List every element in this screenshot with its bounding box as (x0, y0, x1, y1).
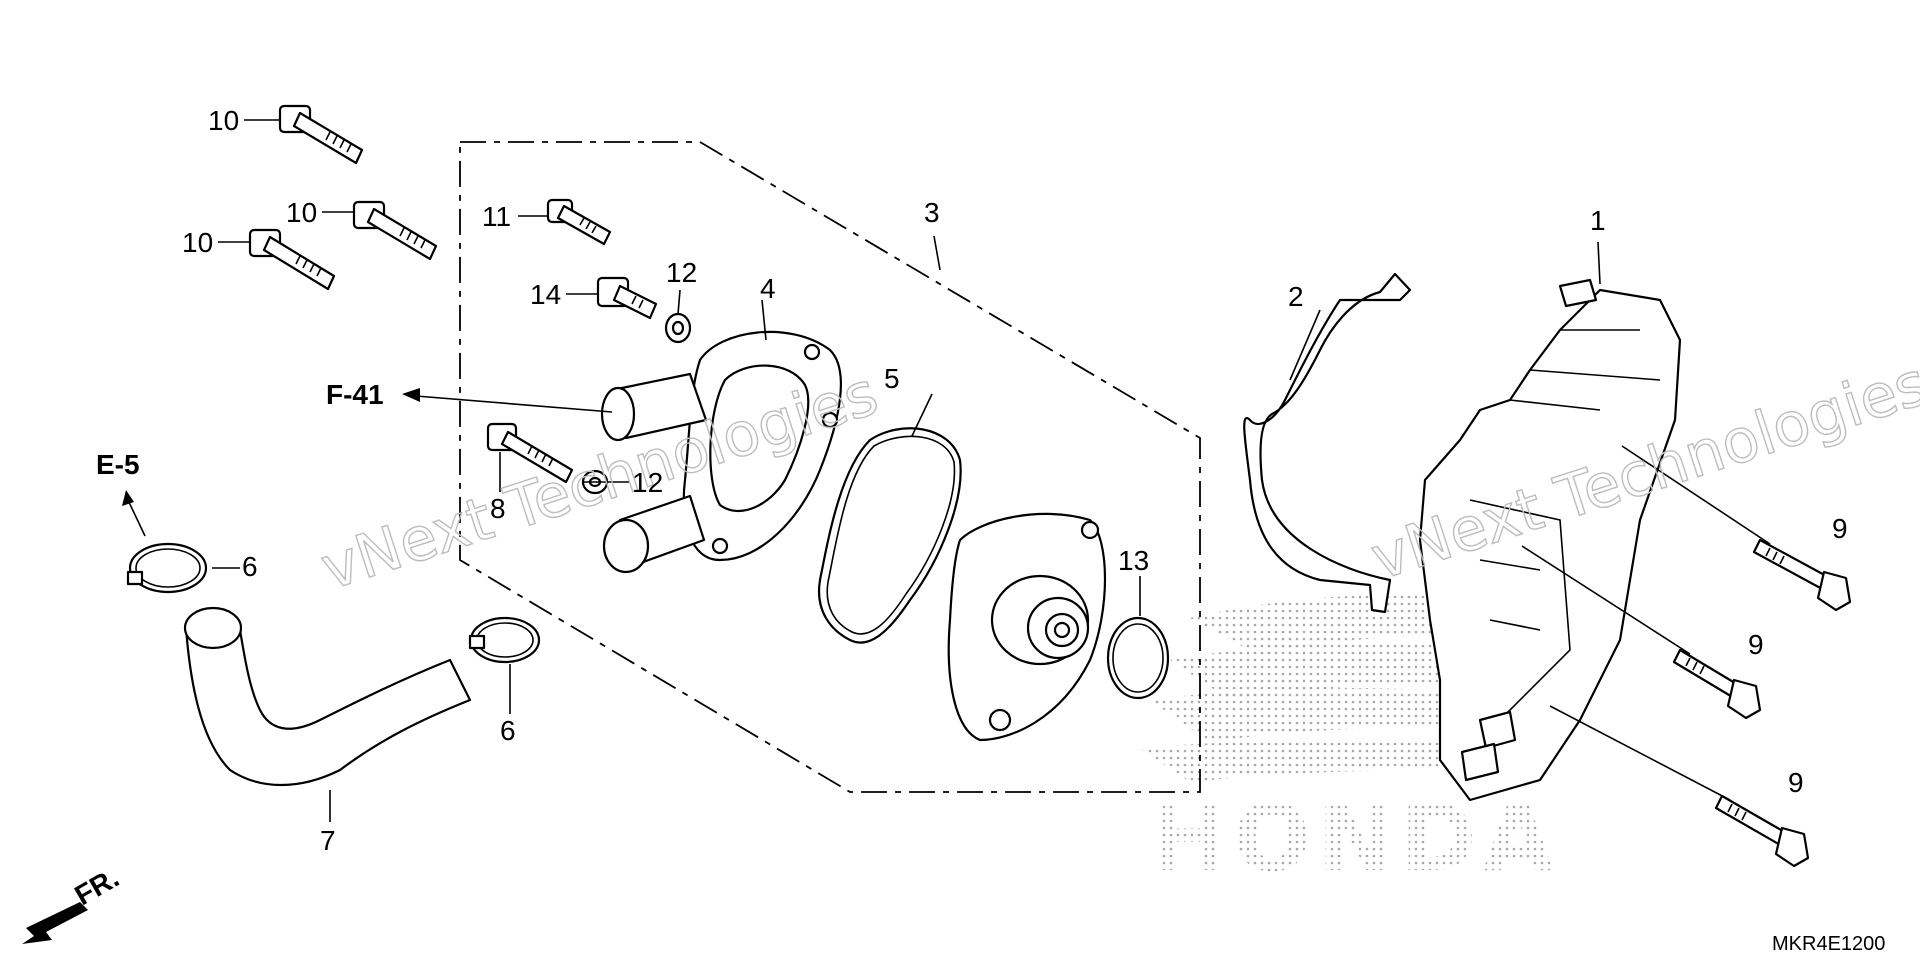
callout-6-lower: 6 (500, 715, 516, 746)
callout-2: 2 (1288, 281, 1304, 312)
text-watermarks: vNext Technologies vNext Technologies (312, 348, 1920, 605)
callout-3: 3 (924, 197, 940, 228)
callout-4: 4 (760, 273, 776, 304)
bolt-9-top (1752, 538, 1852, 612)
callout-12-top: 12 (666, 257, 697, 288)
bolt-14 (596, 276, 658, 320)
water-pump-cover (600, 330, 842, 574)
callout-8: 8 (490, 493, 506, 524)
callout-14: 14 (530, 279, 561, 310)
bolt-9-lower (1714, 794, 1810, 868)
leader-lines (122, 119, 1771, 822)
cover-gasket (817, 427, 962, 644)
callout-9-middle: 9 (1748, 629, 1764, 660)
bolt-10-middle (352, 200, 438, 261)
callout-10-lower: 10 (182, 227, 213, 258)
front-direction-arrow: FR. (22, 862, 124, 944)
hose-clamp-6-lower (468, 616, 541, 664)
callout-11: 11 (482, 201, 511, 232)
cover-gasket-2 (1243, 272, 1412, 614)
washer-12-top (664, 312, 692, 344)
bolt-10-lower (248, 228, 336, 291)
callout-13: 13 (1118, 545, 1149, 576)
cover-gasket-inner (826, 435, 956, 635)
reference-f-41: F-41 (326, 379, 384, 410)
assembly-boundary-dashed (459, 141, 1201, 793)
diagram-code: MKR4E1200 (1772, 933, 1885, 955)
callout-1: 1 (1590, 205, 1606, 236)
callout-12-lower: 12 (632, 467, 663, 498)
callout-7: 7 (320, 825, 336, 856)
callout-10-middle: 10 (286, 197, 317, 228)
bolt-9-middle (1672, 648, 1762, 720)
cover-1 (1418, 278, 1682, 802)
reference-e-5: E-5 (96, 449, 140, 480)
callout-6-upper: 6 (242, 551, 258, 582)
callout-9-lower: 9 (1788, 767, 1804, 798)
callout-9-top: 9 (1832, 513, 1848, 544)
bolt-10-top (278, 104, 364, 165)
callout-5: 5 (884, 363, 900, 394)
bolt-8 (486, 422, 574, 484)
water-hose-7 (183, 606, 472, 786)
callout-10-top: 10 (208, 105, 239, 136)
o-ring-13 (1106, 616, 1170, 700)
hose-clamp-6-upper (126, 542, 208, 594)
brand-watermark: HONDA (1150, 785, 1560, 892)
bolt-11 (546, 198, 612, 246)
water-pump-body (947, 512, 1107, 742)
